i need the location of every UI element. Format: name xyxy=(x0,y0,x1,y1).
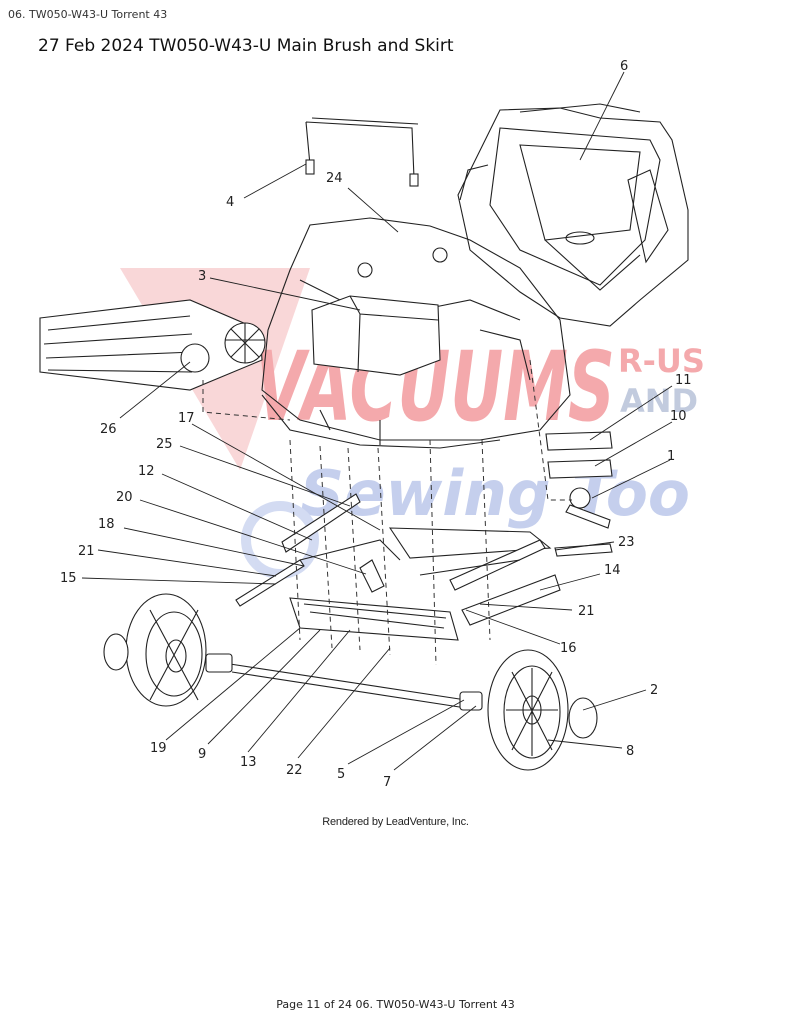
callout-14: 14 xyxy=(604,563,621,578)
callout-18: 18 xyxy=(98,517,115,532)
callout-10: 10 xyxy=(670,409,687,424)
hopper-housing xyxy=(457,103,689,327)
handle-bracket xyxy=(305,117,419,187)
render-credit: Rendered by LeadVenture, Inc. xyxy=(322,816,469,828)
callout-3: 3 xyxy=(198,269,206,284)
callout-21-right: 21 xyxy=(578,604,595,619)
callout-7: 7 xyxy=(383,775,391,790)
main-brush xyxy=(39,299,266,391)
skirt-assembly xyxy=(235,493,613,641)
callout-4: 4 xyxy=(226,195,234,210)
callout-numbers: 6 4 24 3 26 11 10 17 25 1 12 20 18 23 21… xyxy=(60,59,692,790)
callout-6: 6 xyxy=(620,59,628,74)
callout-19: 19 xyxy=(150,741,167,756)
page-title: 27 Feb 2024 TW050-W43-U Main Brush and S… xyxy=(38,36,454,56)
callout-13: 13 xyxy=(240,755,257,770)
watermark-side-mid: AND xyxy=(620,382,698,420)
callout-23: 23 xyxy=(618,535,635,550)
caster-wheel xyxy=(565,487,611,529)
callout-2: 2 xyxy=(650,683,658,698)
callout-16: 16 xyxy=(560,641,577,656)
callout-12: 12 xyxy=(138,464,155,479)
callout-20: 20 xyxy=(116,490,133,505)
page-footer: Page 11 of 24 06. TW050-W43-U Torrent 43 xyxy=(276,998,515,1011)
watermark-script-text: Sewing Too xyxy=(300,457,690,530)
watermark-side-top: R-US xyxy=(618,342,705,380)
alignment-lines xyxy=(202,359,572,666)
callout-22: 22 xyxy=(286,763,303,778)
callout-11: 11 xyxy=(675,373,692,388)
callout-17: 17 xyxy=(178,411,195,426)
belt-cover xyxy=(311,295,441,376)
leader-lines xyxy=(81,71,673,771)
callout-5: 5 xyxy=(337,767,345,782)
plates-10-11 xyxy=(545,431,613,479)
callout-26: 26 xyxy=(100,422,117,437)
callout-25: 25 xyxy=(156,437,173,452)
callout-8: 8 xyxy=(626,744,634,759)
callout-9: 9 xyxy=(198,747,206,762)
callout-1: 1 xyxy=(667,449,675,464)
document-reference: 06. TW050-W43-U Torrent 43 xyxy=(8,8,168,21)
callout-24: 24 xyxy=(326,171,343,186)
callout-21-left: 21 xyxy=(78,544,95,559)
callout-15: 15 xyxy=(60,571,77,586)
